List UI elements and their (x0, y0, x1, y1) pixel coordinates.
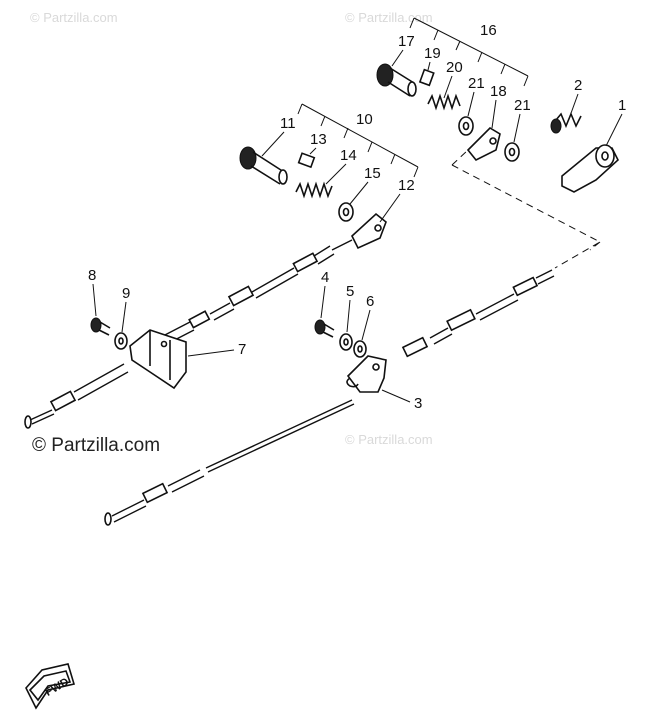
watermark-mid-right: © Partzilla.com (345, 432, 433, 447)
leader-21-a (467, 91, 475, 117)
part-21-washer-a (458, 116, 474, 136)
part-8-bolt (90, 317, 111, 336)
watermark-top-center: © Partzilla.com (345, 10, 433, 25)
callout-1: 1 (618, 97, 626, 114)
callout-6: 6 (366, 293, 374, 310)
part-2-bolt (550, 111, 582, 134)
cable-lower (104, 269, 555, 526)
callout-15: 15 (364, 165, 381, 182)
callout-8: 8 (88, 267, 96, 284)
part-4-bolt (314, 319, 335, 338)
callout-20: 20 (446, 59, 463, 76)
part-9-washer (114, 332, 128, 350)
bracket-10 (297, 103, 419, 178)
cable-upper (24, 239, 353, 429)
part-20-spring (427, 93, 461, 111)
leader-5 (346, 299, 351, 333)
callout-13: 13 (310, 131, 327, 148)
callout-11: 11 (280, 115, 296, 132)
callout-18: 18 (490, 83, 507, 100)
bracket-16 (409, 17, 529, 87)
callout-21-a: 21 (468, 75, 485, 92)
leader-7 (187, 349, 235, 357)
watermark-top-left: © Partzilla.com (30, 10, 118, 25)
leader-2 (569, 93, 579, 117)
part-19-pin (418, 68, 435, 87)
part-6-nut (353, 340, 367, 358)
leader-6 (361, 309, 371, 341)
callout-16: 16 (480, 22, 497, 39)
leader-18 (491, 99, 497, 129)
leader-11 (261, 131, 285, 157)
watermark-main: © Partzilla.com (32, 435, 160, 456)
callout-3: 3 (414, 395, 422, 412)
callout-19: 19 (424, 45, 441, 62)
leader-9 (121, 301, 127, 333)
part-18-cable-end (466, 126, 501, 162)
leader-1 (605, 113, 623, 147)
part-7-bracket (129, 329, 187, 390)
dashed-connector (451, 149, 602, 269)
part-3-bracket (346, 355, 387, 393)
callout-14: 14 (340, 147, 357, 164)
callout-21-b: 21 (514, 97, 531, 114)
leader-15 (349, 181, 369, 205)
part-15-washer (338, 202, 354, 222)
callout-7: 7 (238, 341, 246, 358)
part-14-spring (295, 181, 333, 199)
part-17-knob-shaft (376, 63, 417, 97)
callout-4: 4 (321, 269, 329, 286)
callout-12: 12 (398, 177, 415, 194)
leader-20 (443, 75, 453, 99)
leader-4 (320, 285, 326, 319)
leader-8 (92, 283, 97, 317)
callout-17: 17 (398, 33, 415, 50)
part-1-lever (561, 144, 619, 193)
callout-5: 5 (346, 283, 354, 300)
part-21-washer-b (504, 142, 520, 162)
part-5-washer (339, 333, 353, 351)
part-12-cable-end (351, 212, 387, 250)
part-11-knob-shaft (239, 146, 288, 185)
leader-14 (325, 163, 347, 185)
leader-13 (309, 147, 317, 155)
callout-10: 10 (356, 111, 373, 128)
leader-19 (427, 61, 431, 71)
part-13-pin (297, 152, 316, 169)
leader-17 (391, 49, 404, 67)
leader-21-b (513, 113, 521, 143)
leader-3 (381, 389, 411, 403)
callout-9: 9 (122, 285, 130, 302)
callout-2: 2 (574, 77, 582, 94)
fwd-arrow-icon: FWD (25, 663, 76, 710)
leader-12 (379, 193, 401, 223)
